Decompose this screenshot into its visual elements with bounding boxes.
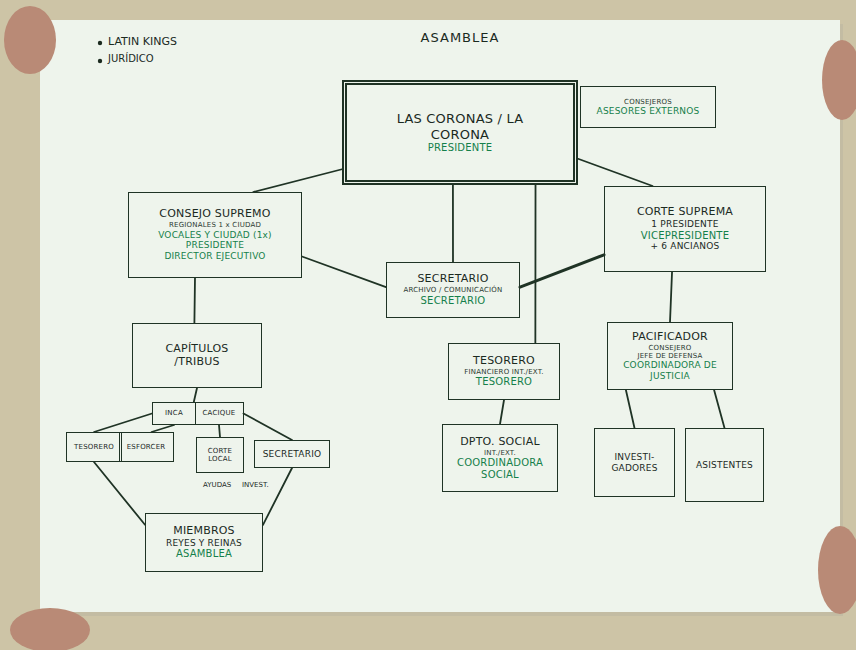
connector-line: [670, 272, 672, 322]
connector-line: [219, 425, 220, 437]
org-box: CAPÍTULOS /TRIBUS: [132, 323, 262, 388]
bullet: [98, 59, 102, 63]
org-box: SECRETARIO: [254, 440, 330, 468]
box-text: FINANCIERO INT./EXT.: [464, 368, 543, 376]
box-text: 1 PRESIDENTE: [651, 219, 718, 230]
org-box: SECRETARIOARCHIVO / COMUNICACIÓNSECRETAR…: [386, 262, 520, 318]
org-box: INVESTI- GADORES: [594, 428, 675, 497]
box-text: VOCALES Y CIUDAD (1x): [158, 230, 272, 241]
box-text: LAS CORONAS / LA CORONA: [385, 111, 535, 142]
org-box: TESOREROFINANCIERO INT./EXT.TESORERO: [448, 343, 560, 400]
box-text: ASESORES EXTERNOS: [597, 106, 700, 117]
org-box: CORTE SUPREMA1 PRESIDENTEVICEPRESIDENTE+…: [604, 186, 766, 272]
box-text: SECRETARIO: [263, 449, 322, 460]
paper: [40, 20, 840, 612]
hand: [822, 40, 856, 120]
box-text: COORDINADORA DE JUSTICIA: [612, 360, 728, 381]
box-text: CAPÍTULOS /TRIBUS: [152, 343, 242, 369]
hand: [10, 608, 90, 650]
box-text: INVESTI- GADORES: [599, 452, 670, 473]
box-text: VICEPRESIDENTE: [641, 230, 729, 242]
box-text: ESFORCER: [127, 443, 166, 451]
box-text: CONSEJO SUPREMO: [159, 208, 270, 221]
connector-line: [263, 468, 292, 525]
connector-line: [302, 257, 386, 288]
box-text: PACIFICADOR: [632, 331, 708, 344]
connector-line: [193, 278, 195, 323]
box-text: ASISTENTES: [696, 460, 753, 471]
hand: [4, 6, 56, 74]
heading-note: LATIN KINGS: [108, 35, 177, 48]
org-box: MIEMBROSREYES Y REINASASAMBLEA: [145, 513, 263, 572]
diagram-title: ASAMBLEA: [421, 30, 500, 45]
box-text: CACIQUE: [203, 409, 236, 417]
connector-line: [244, 414, 293, 441]
connector-line: [194, 388, 197, 402]
connector-line: [714, 390, 724, 428]
box-text: REGIONALES 1 x CIUDAD: [169, 221, 261, 229]
connector-line: [520, 255, 604, 287]
box-text: + 6 ANCIANOS: [651, 241, 720, 252]
box-text: ARCHIVO / COMUNICACIÓN: [403, 286, 502, 294]
connector-line: [94, 414, 152, 433]
org-box: LAS CORONAS / LA CORONAPRESIDENTE: [342, 80, 578, 185]
connector-line: [534, 185, 536, 343]
box-text: CONSEJEROS: [624, 98, 672, 106]
connector-line: [452, 185, 454, 262]
connector-line: [152, 425, 175, 432]
org-box: ESFORCER: [119, 432, 174, 462]
connector-line: [626, 390, 635, 428]
org-box: CORTE LOCAL: [196, 437, 244, 473]
box-text: TESORERO: [74, 443, 114, 451]
box-text: COORDINADORA SOCIAL: [450, 457, 550, 481]
box-text: SECRETARIO: [417, 273, 488, 286]
org-box: ASISTENTES: [685, 428, 764, 502]
hand: [818, 526, 856, 614]
connector-line: [94, 462, 145, 525]
org-box: PACIFICADORCONSEJEROJEFE DE DEFENSACOORD…: [607, 322, 733, 390]
org-box: INCA: [152, 402, 196, 425]
org-box: TESORERO: [66, 432, 122, 462]
box-text: PRESIDENTE: [186, 240, 244, 251]
org-box: CONSEJO SUPREMOREGIONALES 1 x CIUDADVOCA…: [128, 192, 302, 278]
connector-line: [253, 169, 342, 192]
box-text: PRESIDENTE: [428, 142, 493, 154]
heading-note: JURÍDICO: [108, 53, 154, 64]
connector-line: [578, 159, 653, 186]
box-text: REYES Y REINAS: [166, 538, 242, 549]
connector-line: [500, 400, 504, 424]
box-text: JEFE DE DEFENSA: [637, 352, 702, 360]
role-note: AYUDAS: [203, 481, 231, 489]
box-text: INT./EXT.: [484, 449, 516, 457]
box-text: CORTE SUPREMA: [637, 206, 733, 219]
box-text: ASAMBLEA: [176, 548, 232, 560]
org-box: DPTO. SOCIALINT./EXT.COORDINADORA SOCIAL: [442, 424, 558, 492]
box-text: INCA: [165, 409, 183, 417]
box-text: DPTO. SOCIAL: [460, 436, 540, 449]
bullet: [98, 41, 102, 45]
box-text: SECRETARIO: [421, 295, 486, 307]
org-box: CONSEJEROSASESORES EXTERNOS: [580, 86, 716, 128]
box-text: CORTE LOCAL: [203, 447, 237, 464]
box-text: DIRECTOR EJECUTIVO: [164, 251, 265, 262]
box-text: TESORERO: [473, 355, 535, 368]
box-text: MIEMBROS: [173, 525, 235, 538]
box-text: TESORERO: [476, 376, 532, 388]
box-text: CONSEJERO: [648, 344, 691, 352]
role-note: INVEST.: [242, 481, 269, 489]
org-box: CACIQUE: [195, 402, 244, 425]
